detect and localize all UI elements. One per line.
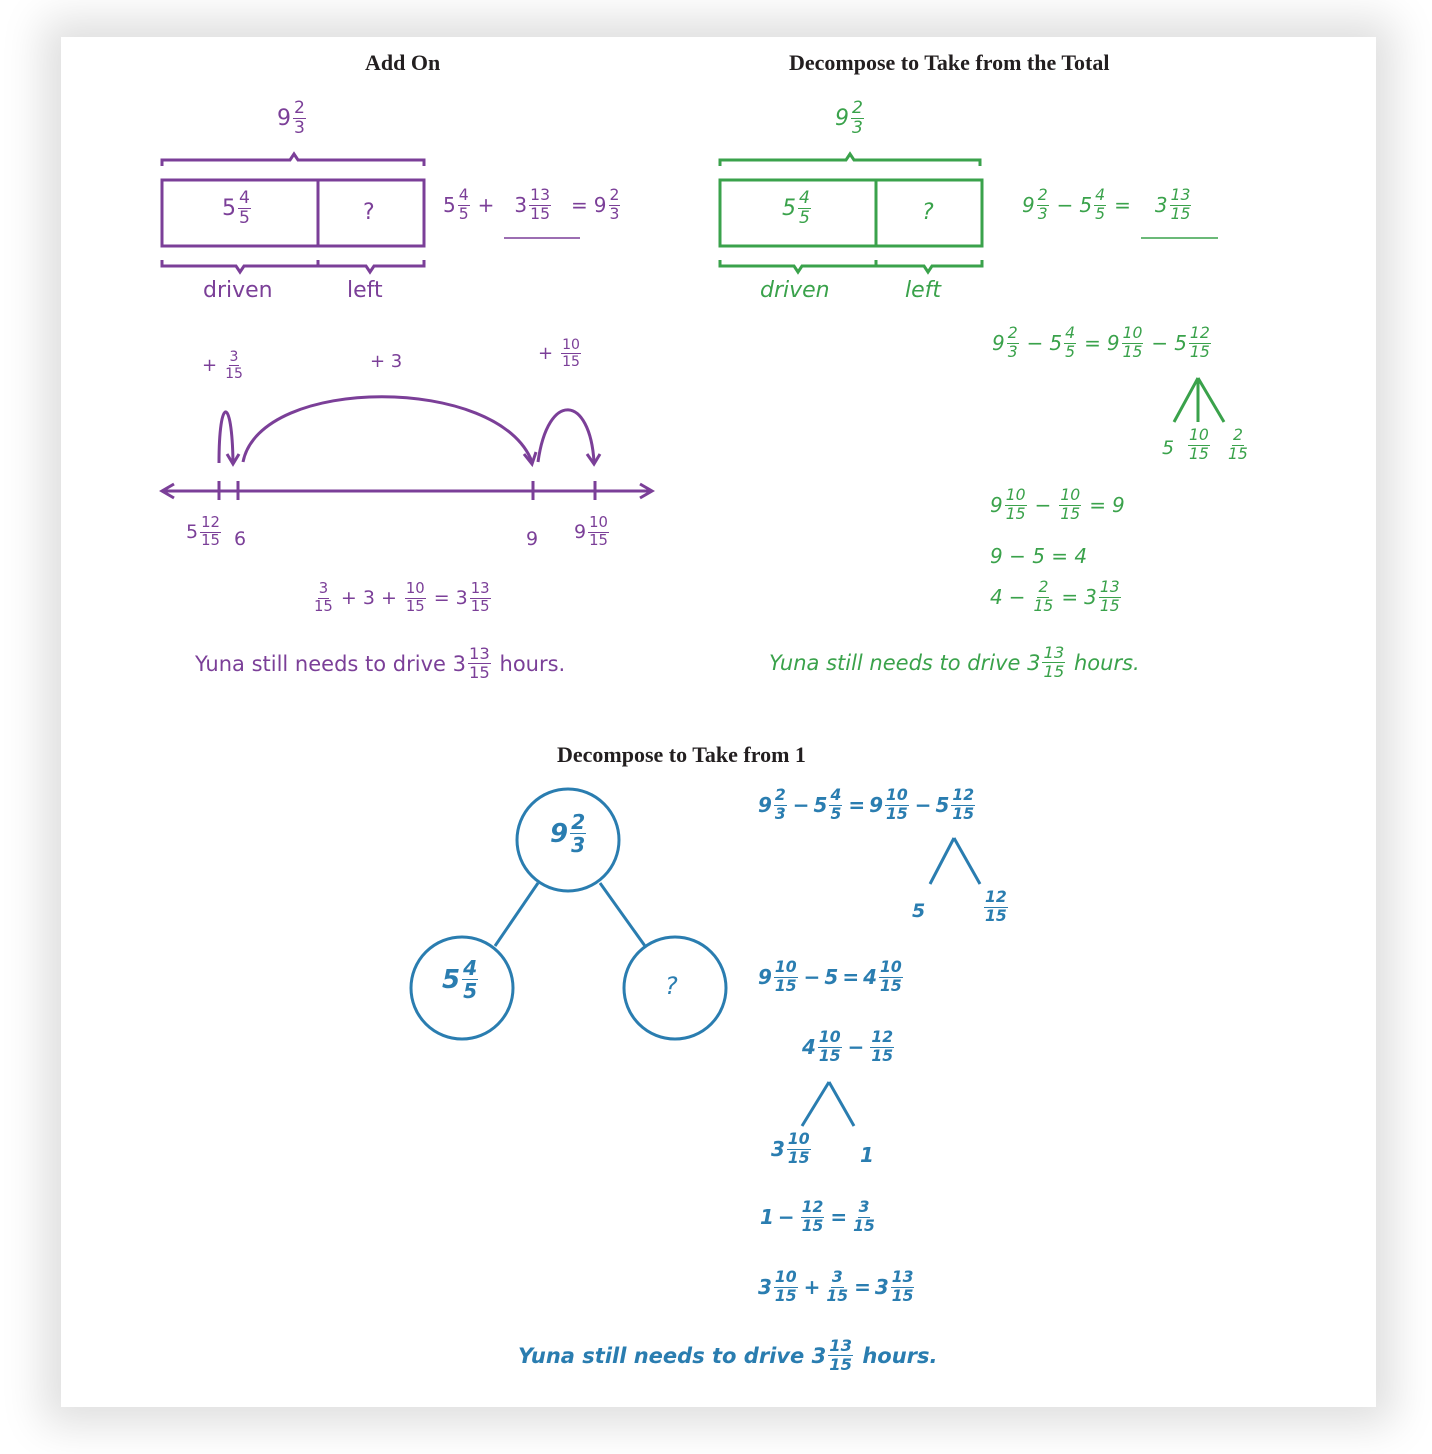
label-left: left bbox=[347, 278, 383, 303]
bond-right-unknown: ? bbox=[665, 972, 678, 1000]
label-driven: driven bbox=[760, 278, 830, 303]
take-from-total-tape-diagram bbox=[718, 151, 1226, 423]
split-part-1: 5 bbox=[1162, 437, 1175, 459]
add-on-number-line bbox=[159, 395, 655, 500]
jump-label-2: + 3 bbox=[370, 351, 403, 372]
tape-unknown: ? bbox=[922, 200, 934, 225]
add-on-title: Add On bbox=[365, 50, 441, 75]
label-left: left bbox=[905, 278, 942, 303]
split2-part-2: 1 bbox=[860, 1143, 874, 1167]
add-on-tape-diagram bbox=[160, 151, 580, 275]
number-bond-diagram bbox=[409, 787, 982, 1127]
take-from-one-title: Decompose to Take from 1 bbox=[557, 742, 806, 767]
take-from-total-title: Decompose to Take from the Total bbox=[789, 50, 1110, 75]
tick-label-2: 6 bbox=[234, 528, 247, 550]
label-driven: driven bbox=[203, 278, 273, 303]
tick-label-3: 9 bbox=[526, 528, 539, 550]
step-3: 9 − 5 = 4 bbox=[990, 544, 1088, 568]
tape-unknown: ? bbox=[363, 200, 375, 225]
split1-part-1: 5 bbox=[912, 900, 926, 922]
